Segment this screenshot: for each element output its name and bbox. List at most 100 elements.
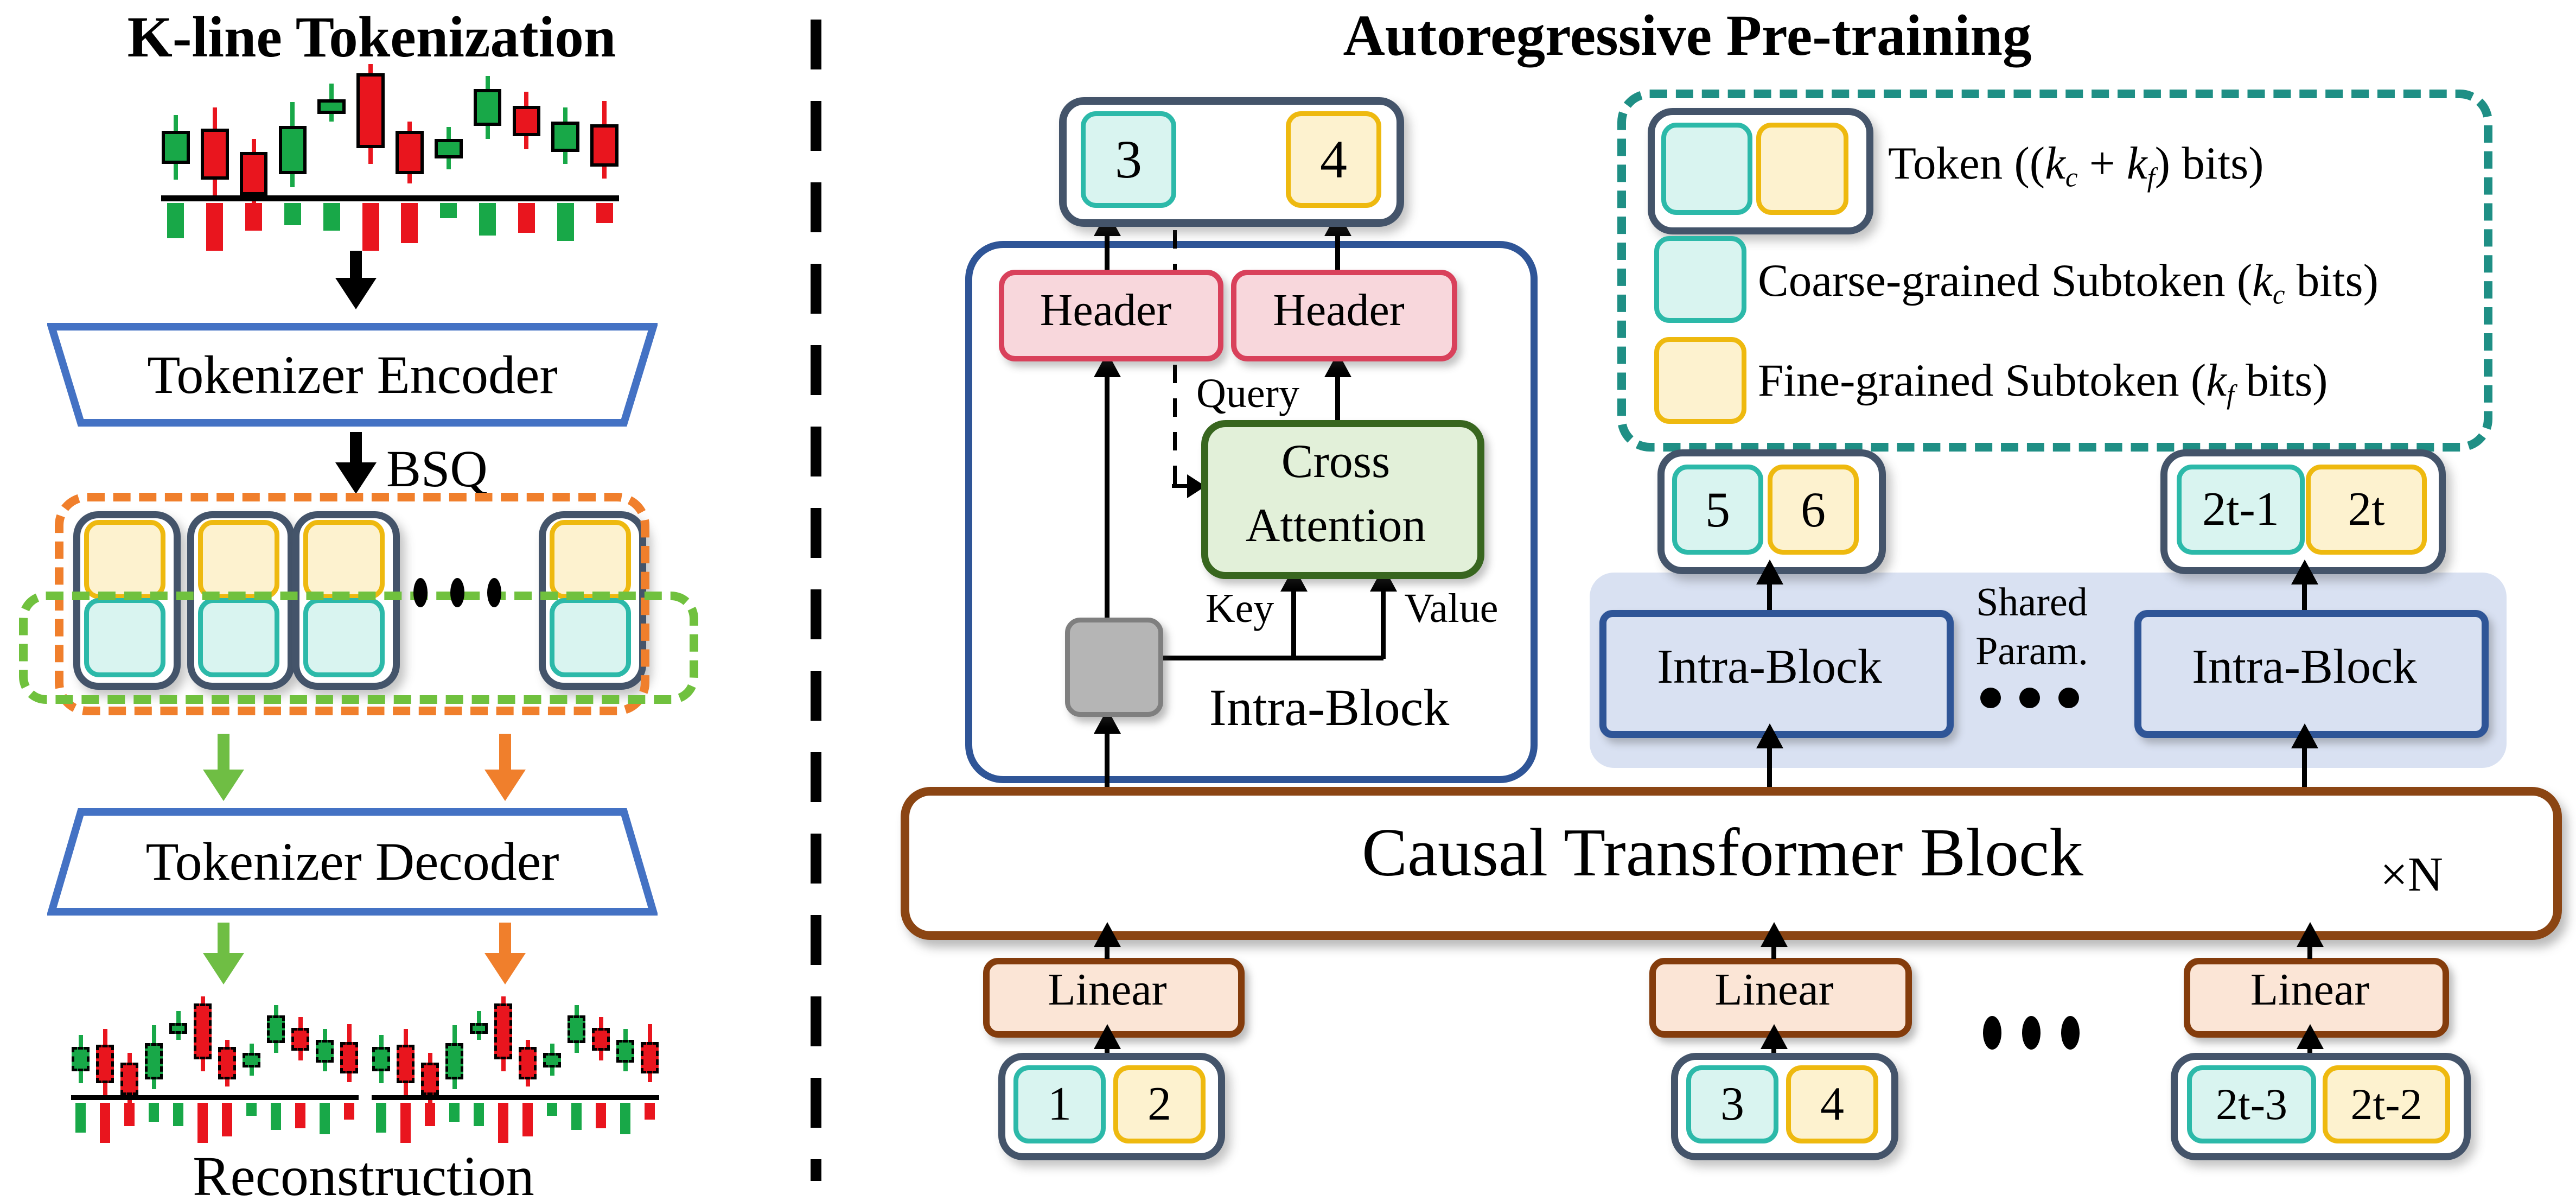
candle-body: [291, 1028, 309, 1051]
left-panel-title: K-line Tokenization: [127, 5, 616, 69]
intra-block-detail-label: Intra-Block: [1209, 678, 1450, 736]
candle-body: [445, 1043, 463, 1079]
arrow-up: [1335, 234, 1340, 270]
fine-subtoken: 6: [1768, 465, 1859, 555]
volume-bar: [343, 1103, 355, 1120]
down-arrow-icon: [350, 251, 362, 279]
ellipsis-dot: [487, 578, 501, 607]
arrow-up: [2302, 582, 2307, 610]
volume-bar: [595, 1103, 607, 1128]
volume-bar: [323, 203, 340, 231]
arrow-up: [1105, 375, 1110, 618]
volume-bar: [644, 1103, 655, 1120]
volume-bar: [479, 203, 496, 236]
intra-block-box: [1599, 610, 1954, 738]
arrow-up: [1767, 582, 1772, 610]
candle-body: [194, 1003, 212, 1060]
linear-label: Linear: [1048, 964, 1167, 1015]
math-sub: c: [2272, 279, 2285, 310]
chart-baseline: [372, 1095, 659, 1100]
volume-bar: [99, 1103, 111, 1143]
section-divider: [811, 20, 821, 1181]
coarse-subtoken: 3: [1081, 111, 1176, 208]
math-var: k: [2206, 355, 2227, 406]
ellipsis-dot: [1980, 688, 2001, 708]
coarse-subtoken: [303, 598, 385, 677]
volume-bar: [424, 1103, 436, 1126]
coarse-subtoken: [1661, 123, 1752, 215]
math-var: k: [2126, 138, 2147, 189]
arrow-up: [1771, 1047, 1776, 1054]
candle-body: [218, 1046, 236, 1079]
bsq-label: BSQ: [386, 440, 488, 498]
tokenizer-encoder-shape: [47, 323, 658, 427]
candle-body: [421, 1062, 439, 1095]
volume-bar: [173, 1103, 184, 1126]
candle-body: [641, 1041, 659, 1073]
volume-bar: [148, 1103, 160, 1122]
candle-body: [519, 1046, 537, 1079]
cross-attention-box: [1201, 420, 1484, 579]
hidden-state-box: [1065, 618, 1163, 717]
legend-text: ) bits): [2154, 138, 2264, 189]
math-var: k: [2045, 138, 2065, 189]
fine-subtoken: 2t: [2306, 465, 2427, 555]
volume-bar: [245, 203, 263, 231]
volume-bar: [571, 1103, 582, 1130]
coarse-subtoken: 3: [1686, 1065, 1778, 1143]
candle-body: [356, 73, 385, 148]
ellipsis-dot: [1983, 1016, 2001, 1050]
candle-body: [278, 125, 307, 175]
legend-text: Fine-grained Subtoken (: [1758, 355, 2207, 406]
volume-bar: [246, 1103, 257, 1116]
volume-bar: [270, 1103, 282, 1130]
volume-bar: [401, 203, 418, 243]
candle-body: [72, 1046, 90, 1072]
candle-body: [470, 1023, 488, 1034]
volume-bar: [546, 1103, 558, 1116]
legend-fine-label: Fine-grained Subtoken (kf bits): [1758, 354, 2328, 410]
volume-bar: [522, 1103, 533, 1137]
volume-bar: [518, 203, 535, 233]
volume-bar: [449, 1103, 460, 1122]
volume-bar: [295, 1103, 306, 1128]
legend-text: Token ((: [1888, 138, 2045, 189]
candle-body: [372, 1046, 390, 1072]
candle-body: [145, 1043, 163, 1079]
chart-baseline: [161, 195, 620, 201]
volume-bar: [206, 203, 224, 251]
volume-bar: [557, 203, 574, 241]
candle-body: [267, 1015, 285, 1043]
coarse-green-dashed-box: [19, 592, 698, 704]
candle-body: [317, 99, 346, 114]
candle-body: [316, 1040, 334, 1063]
coarse-path-arrow-icon: [218, 923, 229, 954]
legend-text: +: [2077, 138, 2127, 189]
fine-subtoken: 2: [1113, 1065, 1206, 1143]
math-sub: f: [2226, 379, 2235, 410]
legend-coarse-sample: [1654, 236, 1746, 323]
arrow-up: [1105, 234, 1110, 270]
math-sub: f: [2147, 162, 2155, 193]
coarse-path-arrow-icon: [218, 734, 229, 771]
coarse-subtoken: [84, 598, 165, 677]
arrow-up: [1771, 945, 1776, 959]
key-label: Key: [1205, 586, 1274, 631]
math-sub: c: [2065, 162, 2078, 193]
math-var: k: [2252, 255, 2273, 306]
candle-body: [96, 1045, 114, 1084]
coarse-subtoken: 2t-3: [2187, 1065, 2316, 1143]
coarse-subtoken: [198, 598, 279, 677]
legend-coarse-label: Coarse-grained Subtoken (kc bits): [1758, 254, 2379, 310]
candle-body: [340, 1041, 358, 1073]
volume-bar: [284, 203, 301, 226]
shared-param-label-line1: Shared: [1976, 580, 2088, 625]
tokenizer-encoder-label: Tokenizer Encoder: [147, 345, 558, 405]
ellipsis-dot: [2061, 1016, 2080, 1050]
header-label: Header: [1273, 285, 1405, 335]
arrow-up: [2307, 945, 2312, 959]
legend-token-label: Token ((kc + kf) bits): [1888, 137, 2263, 193]
intra-block-label: Intra-Block: [1657, 640, 1882, 694]
arrow-up: [2307, 1047, 2312, 1054]
